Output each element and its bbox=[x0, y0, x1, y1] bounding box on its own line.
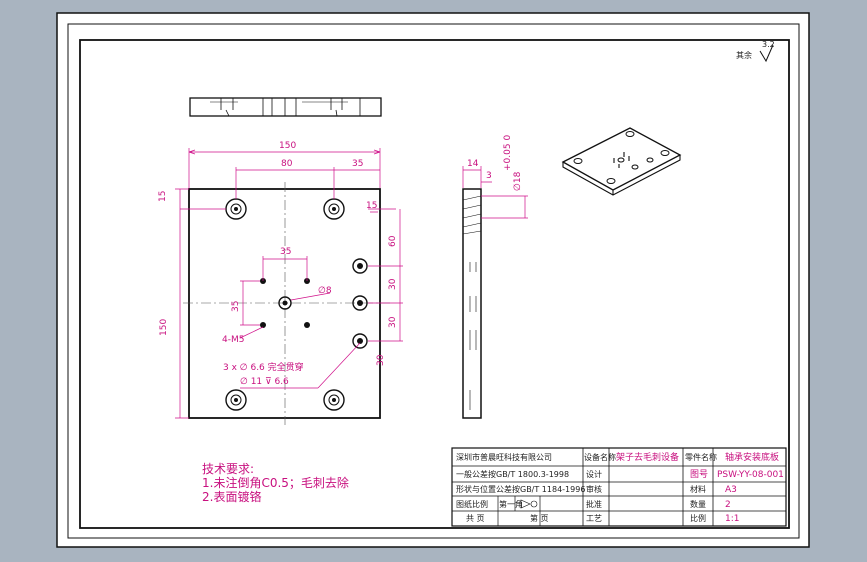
corner-hole-br bbox=[323, 389, 345, 411]
tb-scale-label: 图纸比例 bbox=[456, 499, 488, 509]
dim-side-3: 3 bbox=[486, 171, 492, 181]
tb-process: 工艺 bbox=[586, 514, 602, 523]
tb-sheet-label: 第一角 bbox=[499, 499, 523, 509]
dim-4-m5: 4-M5 bbox=[222, 335, 244, 345]
front-view: 150 80 35 15 150 35 35 15 60 30 30 30 ∅8… bbox=[158, 141, 403, 425]
tb-ratio-value: 1:1 bbox=[725, 514, 739, 524]
dim-35-mid: 35 bbox=[280, 247, 291, 257]
tb-part-value: 轴承安装底板 bbox=[725, 451, 779, 463]
isometric-view bbox=[561, 127, 682, 196]
roughness-symbol: 其余 3.2 bbox=[736, 40, 775, 63]
tech-line-1: 1.未注倒角C0.5；毛刺去除 bbox=[202, 475, 349, 490]
tech-requirements: 技术要求: 1.未注倒角C0.5；毛刺去除 2.表面镀铬 bbox=[202, 462, 349, 504]
roughness-value: 3.2 bbox=[762, 40, 775, 49]
projection-symbol-icon bbox=[520, 499, 538, 509]
tb-material-value: A3 bbox=[725, 485, 737, 495]
tb-qty-label: 数量 bbox=[690, 499, 706, 509]
tb-part-label: 零件名称 bbox=[685, 452, 717, 462]
dim-150-top: 150 bbox=[279, 141, 296, 151]
center-hole bbox=[278, 296, 292, 310]
tb-page: 第 页 bbox=[530, 513, 549, 523]
dim-side-dia-18: ∅18 bbox=[513, 171, 523, 191]
dim-dia-8: ∅8 bbox=[318, 286, 332, 296]
tb-standard-1: 一般公差按GB/T 1800.3-1998 bbox=[456, 469, 569, 479]
tech-line-2: 2.表面镀铬 bbox=[202, 489, 261, 504]
tech-title: 技术要求: bbox=[202, 462, 254, 476]
tb-approve: 批准 bbox=[586, 499, 602, 509]
dim-35-top: 35 bbox=[352, 159, 363, 169]
dim-35-left: 35 bbox=[231, 301, 241, 312]
tb-review: 审核 bbox=[586, 484, 602, 494]
tb-equip-value: 架子去毛刺设备 bbox=[616, 451, 679, 463]
dim-30-a: 30 bbox=[388, 278, 398, 290]
dim-80: 80 bbox=[281, 159, 293, 169]
right-hole-3 bbox=[352, 333, 368, 349]
tb-company: 深圳市普晨旺科技有限公司 bbox=[456, 452, 552, 462]
dim-hole-callout-a: 3 x ∅ 6.6 完全贯穿 bbox=[223, 361, 304, 373]
dim-30-b: 30 bbox=[388, 316, 398, 328]
roughness-label: 其余 bbox=[736, 50, 752, 60]
tb-total-pages: 共 页 bbox=[466, 514, 485, 523]
dim-side-14: 14 bbox=[467, 159, 479, 169]
right-hole-1 bbox=[352, 258, 368, 274]
tb-material-label: 材料 bbox=[690, 484, 706, 494]
right-hole-2 bbox=[352, 295, 368, 311]
inner-frame bbox=[79, 39, 790, 529]
title-block: 深圳市普晨旺科技有限公司 一般公差按GB/T 1800.3-1998 形状与位置… bbox=[451, 447, 787, 527]
tb-equip-label: 设备名称 bbox=[584, 452, 616, 462]
tb-standard-2: 形状与位置公差按GB/T 1184-1996 bbox=[456, 484, 585, 494]
tb-code-label: 图号 bbox=[690, 469, 708, 480]
dim-hole-callout-b: ∅ 11 ⊽ 6.6 bbox=[240, 377, 289, 387]
tb-qty-value: 2 bbox=[725, 500, 731, 510]
corner-hole-bl bbox=[225, 389, 247, 411]
dim-side-tolerance: +0.05 0 bbox=[503, 135, 513, 171]
roughness-check-icon bbox=[759, 44, 774, 63]
side-view: 14 3 ∅18 +0.05 0 bbox=[462, 135, 528, 419]
tb-design: 设计 bbox=[586, 469, 602, 479]
outer-frame bbox=[67, 23, 800, 539]
tb-code-value: PSW-YY-08-001 bbox=[717, 470, 784, 480]
dim-30-c: 30 bbox=[376, 354, 386, 366]
dim-60: 60 bbox=[388, 235, 398, 247]
tb-ratio-label: 比例 bbox=[690, 513, 706, 523]
dim-150-left: 150 bbox=[159, 319, 169, 336]
dim-15-left: 15 bbox=[158, 191, 168, 202]
m5-holes bbox=[260, 278, 310, 328]
top-view bbox=[189, 97, 382, 117]
dim-15-right: 15 bbox=[366, 201, 377, 211]
